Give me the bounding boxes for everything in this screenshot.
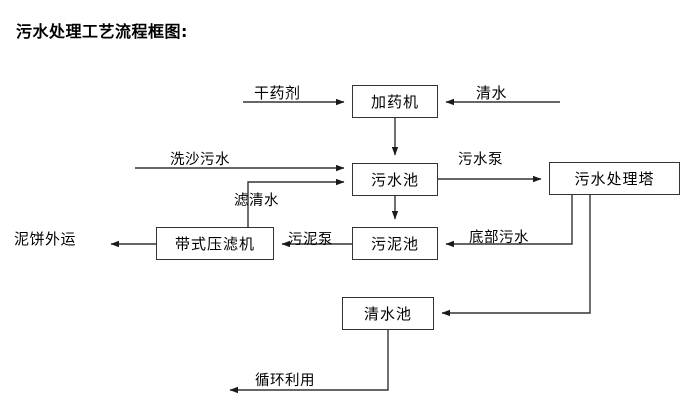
- edge-label-recycle: 循环利用: [255, 373, 315, 389]
- node-sludge-pool[interactable]: 污泥池: [352, 227, 438, 260]
- page-title: 污水处理工艺流程框图:: [16, 22, 188, 41]
- terminal-dry-agent: 干药剂: [254, 84, 301, 102]
- terminal-mudcake-out: 泥饼外运: [14, 230, 77, 248]
- edge-tower-to-sludge: [445, 195, 573, 248]
- node-label: 污泥池: [370, 235, 419, 253]
- edge-filtrate-to-sewage: [247, 178, 345, 227]
- edge-label-sludge-pump: 污泥泵: [288, 232, 333, 248]
- node-label: 污水处理塔: [574, 170, 655, 188]
- node-clean-water-pool[interactable]: 清水池: [342, 297, 434, 330]
- terminal-clear-water: 清水: [476, 84, 508, 102]
- node-belt-filter-press[interactable]: 带式压滤机: [156, 227, 274, 260]
- node-label: 带式压滤机: [174, 235, 255, 253]
- node-dosing-machine[interactable]: 加药机: [352, 85, 438, 118]
- node-label: 加药机: [370, 93, 419, 111]
- edge-label-sewage-pump: 污水泵: [458, 152, 503, 168]
- edge-clean-to-recycle: [229, 330, 389, 394]
- node-sewage-treatment-tower[interactable]: 污水处理塔: [549, 162, 680, 195]
- edge-label-wash-sewage: 洗沙污水: [170, 152, 230, 168]
- edge-label-bottom-sewage: 底部污水: [469, 230, 529, 246]
- edge-label-filtrate: 滤清水: [234, 193, 279, 209]
- node-sewage-pool[interactable]: 污水池: [352, 163, 438, 196]
- edge-tower-to-clean: [441, 195, 591, 317]
- node-label: 清水池: [363, 305, 412, 323]
- node-label: 污水池: [370, 171, 419, 189]
